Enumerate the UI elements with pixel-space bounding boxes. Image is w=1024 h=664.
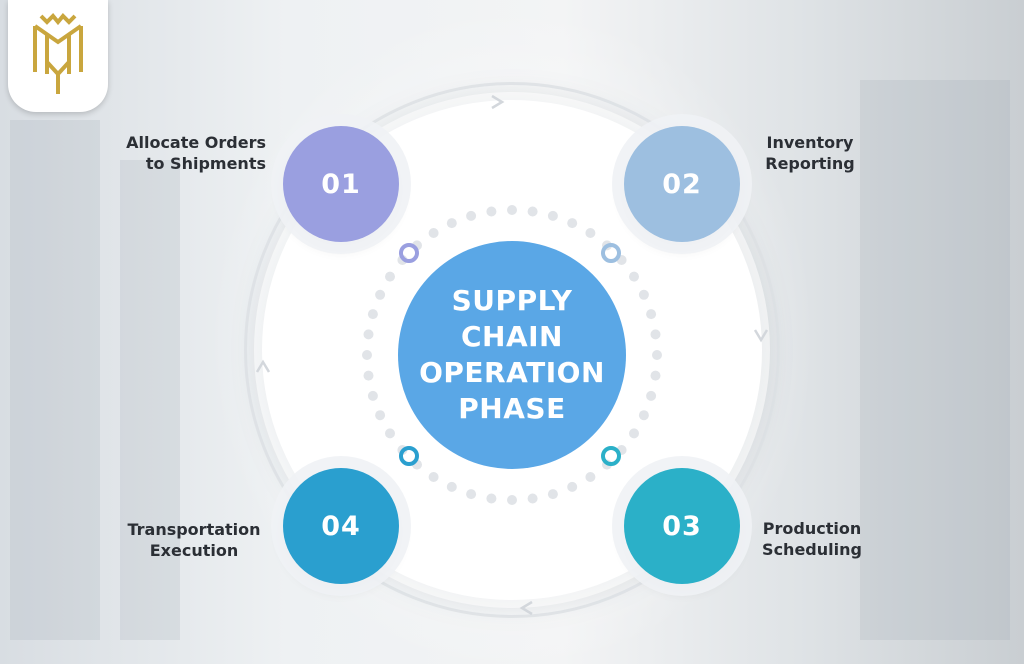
logo[interactable] — [8, 0, 108, 112]
step-label-line: to Shipments — [145, 154, 266, 173]
ring-dot — [646, 390, 657, 401]
step-label-line: Inventory — [766, 133, 854, 152]
ring-dot — [466, 210, 477, 221]
ring-dot — [446, 481, 457, 492]
ring-dot — [362, 350, 372, 360]
accent-ring-02 — [601, 243, 621, 263]
ring-dot — [428, 228, 439, 238]
ring-dot — [367, 390, 378, 401]
center-hub: SUPPLY CHAIN OPERATION PHASE — [398, 241, 626, 469]
ring-dot — [367, 309, 378, 320]
step-node-02[interactable]: 02 — [624, 126, 740, 242]
ring-dot — [650, 370, 661, 381]
center-title-line: PHASE — [458, 392, 566, 425]
ring-dot — [385, 271, 395, 282]
ring-dot — [486, 493, 497, 504]
center-title-line: SUPPLY — [451, 284, 573, 317]
ring-dot — [507, 205, 517, 215]
ring-dot — [567, 218, 578, 229]
shelf-left-2 — [120, 160, 180, 640]
center-title-line: OPERATION — [419, 356, 605, 389]
ring-dot — [629, 271, 639, 282]
shelf-left — [10, 120, 100, 640]
ring-dot — [363, 370, 374, 381]
ring-dot — [646, 309, 657, 320]
arrow-icon — [519, 600, 533, 616]
step-label-03: Production Scheduling — [752, 518, 872, 560]
step-number: 04 — [321, 510, 361, 542]
step-label-04: Transportation Execution — [116, 519, 272, 561]
ring-dot — [527, 206, 538, 217]
step-label-line: Scheduling — [762, 540, 862, 559]
step-label-line: Reporting — [765, 154, 855, 173]
outer-cycle-ring — [244, 82, 780, 618]
ring-dot — [375, 410, 386, 421]
ring-dot — [385, 428, 395, 439]
ring-dot — [638, 410, 649, 421]
ring-dot — [466, 489, 477, 500]
ring-dot — [638, 289, 649, 300]
arrow-icon — [753, 329, 769, 343]
ring-dot — [507, 495, 517, 505]
ring-dot — [527, 493, 538, 504]
step-label-line: Execution — [149, 541, 239, 560]
step-label-line: Production — [762, 519, 862, 538]
ring-dot — [629, 428, 639, 439]
accent-ring-01 — [399, 243, 419, 263]
arrow-icon — [491, 94, 505, 110]
ring-dot — [567, 481, 578, 492]
ring-dot — [585, 228, 596, 238]
step-label-01: Allocate Orders to Shipments — [116, 132, 266, 174]
arrow-icon — [255, 359, 271, 373]
ring-dot — [446, 218, 457, 229]
step-label-line: Transportation — [127, 520, 261, 539]
ring-dot — [547, 489, 558, 500]
step-label-line: Allocate Orders — [126, 133, 266, 152]
accent-ring-04 — [399, 446, 419, 466]
ring-dot — [428, 472, 439, 482]
ring-dot — [547, 210, 558, 221]
ring-dot — [652, 350, 662, 360]
ring-dot — [650, 329, 661, 340]
step-number: 02 — [662, 168, 702, 200]
ring-dot — [375, 289, 386, 300]
accent-ring-03 — [601, 446, 621, 466]
ring-dot — [585, 472, 596, 482]
ring-dot — [486, 206, 497, 217]
step-node-03[interactable]: 03 — [624, 468, 740, 584]
step-node-04[interactable]: 04 — [283, 468, 399, 584]
step-label-02: Inventory Reporting — [750, 132, 870, 174]
ring-dot — [363, 329, 374, 340]
logo-icon — [33, 13, 83, 94]
step-number: 03 — [662, 510, 702, 542]
shelf-right — [860, 80, 1010, 640]
step-node-01[interactable]: 01 — [283, 126, 399, 242]
center-title-line: CHAIN — [460, 320, 563, 353]
step-number: 01 — [321, 168, 361, 200]
